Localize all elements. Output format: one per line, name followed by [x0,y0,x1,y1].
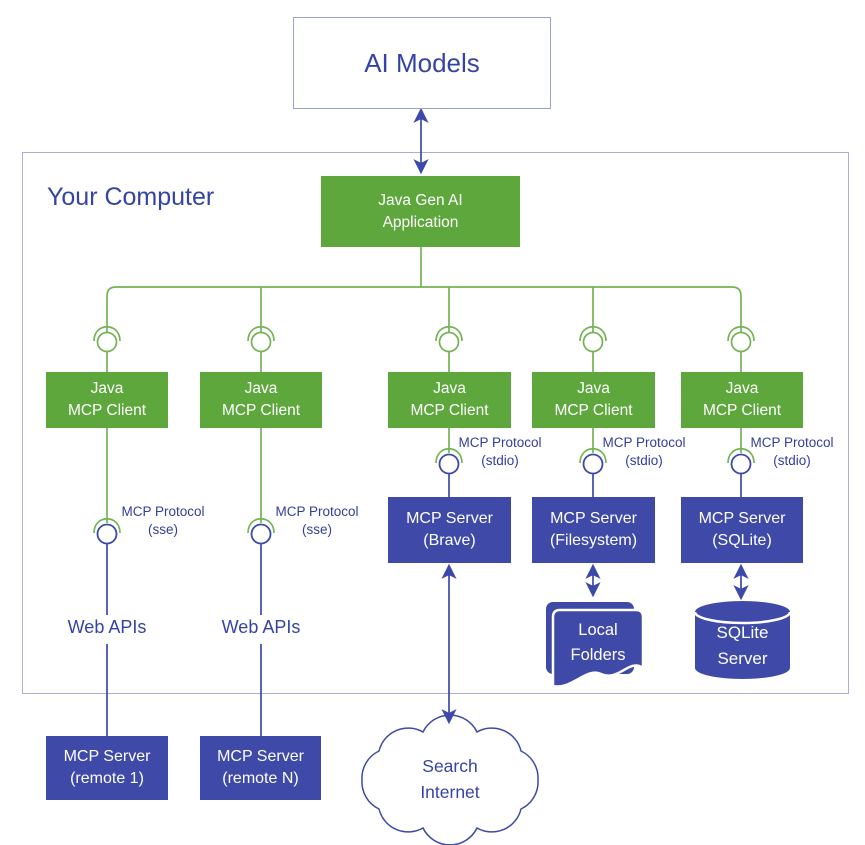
search-internet-line2: Internet [420,782,480,803]
your-computer-label: Your Computer [47,183,215,211]
mcp-protocol-sse-label-1: MCP Protocol (sse) [118,503,208,539]
protocol-transport: (stdio) [773,453,811,469]
web-apis-label-2: Web APIs [211,617,311,638]
protocol-name: MCP Protocol [458,435,542,450]
java-mcp-client-node-3: Java MCP Client [388,372,511,428]
ai-models-label: AI Models [364,47,480,78]
server-label-line1: MCP Server [698,509,786,527]
mcp-server-brave-node: MCP Server (Brave) [388,497,511,563]
server-label-line1: MCP Server [217,747,304,765]
mcp-server-sqlite-node: MCP Server (SQLite) [681,497,803,563]
client-label-line1: Java [90,380,124,398]
client-label-line2: MCP Client [702,402,782,419]
java-gen-ai-app-node: Java Gen AI Application [321,176,520,247]
ai-models-node: AI Models [293,17,551,109]
sqlite-server-line2: Server [717,648,768,668]
java-mcp-client-node-4: Java MCP Client [532,372,655,428]
protocol-transport: (stdio) [625,453,663,469]
client-label-line1: Java [244,380,278,398]
web-apis-label-1: Web APIs [57,617,157,638]
your-computer-frame [22,152,849,694]
sqlite-server-label: SQLite Server [695,620,790,671]
mcp-server-remote-n-node: MCP Server (remote N) [200,736,321,800]
server-label-line2: (remote 1) [70,770,144,787]
server-label-line2: (SQLite) [712,532,772,549]
server-label-line1: MCP Server [550,509,637,527]
search-internet-line1: Search [422,756,478,776]
search-internet-label: Search Internet [380,753,520,806]
local-folders-line2: Folders [570,645,626,664]
client-label-line2: MCP Client [410,402,489,419]
local-folders-line1: Local [578,621,618,639]
client-label-line1: Java [577,380,610,398]
server-label-line2: (remote N) [222,770,299,787]
client-socket-icons [93,325,755,353]
mcp-protocol-stdio-label-2: MCP Protocol (stdio) [599,434,689,470]
protocol-transport: (sse) [148,522,178,538]
protocol-name: MCP Protocol [750,435,834,450]
server-wires [106,474,742,736]
server-label-line1: MCP Server [63,747,151,765]
protocol-name: MCP Protocol [121,504,205,519]
client-label-line1: Java [725,380,759,398]
server-label-line2: (Brave) [423,532,476,549]
mcp-protocol-sse-label-2: MCP Protocol (sse) [272,503,362,539]
protocol-name: MCP Protocol [275,504,359,519]
exchange-arrows [413,107,749,725]
sse-socket-icons [93,517,275,545]
client-label-line1: Java [433,380,466,398]
mcp-server-remote-1-node: MCP Server (remote 1) [46,736,168,800]
local-folders-icon [546,602,645,688]
sqlite-server-line1: SQLite [716,623,769,642]
mcp-protocol-stdio-label-3: MCP Protocol (stdio) [747,434,837,470]
protocol-transport: (stdio) [481,453,519,469]
search-internet-cloud-icon [361,714,539,845]
app-label-line1: Java Gen AI [378,191,463,209]
server-label-line1: MCP Server [406,509,493,527]
client-label-line2: MCP Client [554,402,633,419]
protocol-transport: (sse) [302,522,332,538]
mcp-protocol-stdio-label-1: MCP Protocol (stdio) [455,434,545,470]
app-label-line2: Application [382,213,459,231]
java-mcp-client-node-5: Java MCP Client [681,372,803,428]
java-mcp-client-node-1: Java MCP Client [46,372,168,428]
local-folders-label: Local Folders [553,618,643,668]
server-label-line2: (Filesystem) [549,532,638,549]
client-label-line2: MCP Client [221,402,301,419]
client-label-line2: MCP Client [67,402,147,419]
mcp-server-filesystem-node: MCP Server (Filesystem) [532,497,655,563]
stdio-socket-icons [435,447,755,475]
protocol-name: MCP Protocol [602,435,686,450]
sqlite-server-database-icon [693,601,792,680]
java-mcp-client-node-2: Java MCP Client [200,372,322,428]
